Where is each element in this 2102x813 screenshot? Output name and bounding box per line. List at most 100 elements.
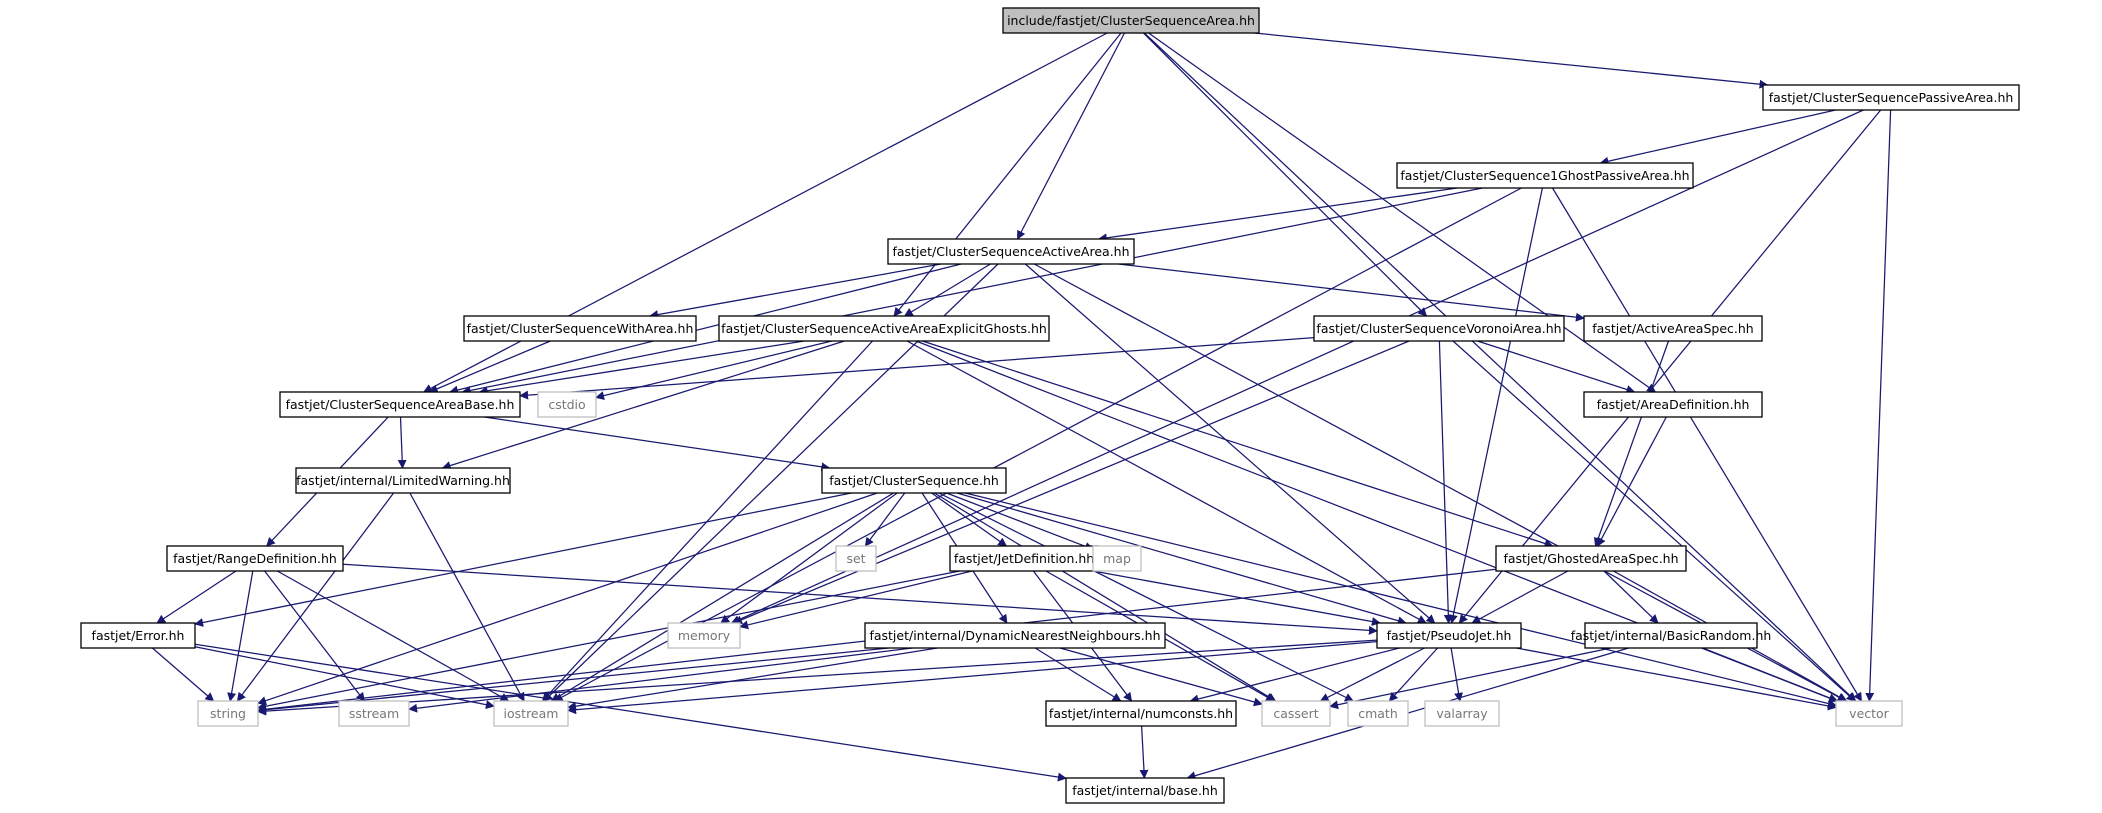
edge-ghostpassive-to-areabase [461, 187, 1483, 395]
edge-rangedef-to-iostream [276, 570, 510, 702]
node-root[interactable]: include/fastjet/ClusterSequenceArea.hh [1002, 7, 1260, 34]
edge-error-to-base [194, 643, 1067, 782]
node-label: fastjet/internal/numconsts.hh [1049, 706, 1233, 721]
node-ghostpassive[interactable]: fastjet/ClusterSequence1GhostPassiveArea… [1396, 162, 1694, 189]
edge-jetdef-to-pseudojet [1092, 570, 1381, 626]
node-box [1347, 700, 1409, 727]
edge-voronoi-to-pseudojet [1438, 340, 1453, 624]
edge-pseudojet-to-string [257, 639, 1378, 716]
node-box [1396, 162, 1694, 189]
node-box [1495, 545, 1687, 572]
node-box [1584, 622, 1758, 649]
node-label: set [846, 551, 865, 566]
node-label: fastjet/internal/BasicRandom.hh [1571, 628, 1772, 643]
node-areabase[interactable]: fastjet/ClusterSequenceAreaBase.hh [279, 391, 521, 418]
edge-ghostpassive-to-active [1097, 187, 1458, 243]
edge-passive-to-pseudojet [1458, 109, 1882, 624]
edge-rangedef-to-string [227, 570, 254, 702]
node-label: fastjet/RangeDefinition.hh [173, 551, 337, 566]
edge-active-to-areabase [449, 263, 962, 395]
node-label: fastjet/ClusterSequenceWithArea.hh [467, 321, 694, 336]
node-cmath: cmath [1347, 700, 1409, 727]
edge-numconsts-to-base [1139, 725, 1149, 779]
edge-dnn-to-iostream [567, 647, 938, 711]
node-cs[interactable]: fastjet/ClusterSequence.hh [821, 467, 1007, 494]
node-dnn[interactable]: fastjet/internal/DynamicNearestNeighbour… [864, 622, 1166, 649]
edge-active-to-explicit [903, 263, 991, 317]
node-label: fastjet/internal/base.hh [1072, 783, 1218, 798]
node-set: set [835, 545, 877, 572]
edge-cs-to-error [194, 492, 852, 627]
node-error[interactable]: fastjet/Error.hh [80, 622, 196, 649]
node-base[interactable]: fastjet/internal/base.hh [1065, 777, 1225, 804]
edge-cs-to-memory [720, 492, 898, 624]
node-areadef[interactable]: fastjet/AreaDefinition.hh [1583, 391, 1763, 418]
node-box [1002, 7, 1260, 34]
node-label: fastjet/ClusterSequencePassiveArea.hh [1769, 90, 2014, 105]
node-box [864, 622, 1166, 649]
node-label: fastjet/AreaDefinition.hh [1597, 397, 1750, 412]
edge-ghosted-to-pseudojet [1471, 570, 1569, 624]
node-basicrandom[interactable]: fastjet/internal/BasicRandom.hh [1571, 622, 1772, 649]
node-rangedef[interactable]: fastjet/RangeDefinition.hh [166, 545, 344, 572]
node-label: sstream [349, 706, 399, 721]
node-box [1376, 622, 1522, 649]
node-box [1313, 315, 1565, 342]
edge-voronoi-to-areabase [519, 336, 1315, 400]
edge-passive-to-vector [1865, 109, 1892, 702]
edge-active-to-pseudojet [1024, 263, 1436, 624]
edge-rangedef-to-sstream [264, 570, 365, 702]
edge-cs-to-iostream [550, 492, 894, 702]
node-vector: vector [1835, 700, 1903, 727]
node-box [279, 391, 521, 418]
node-box [1424, 700, 1500, 727]
node-label: fastjet/ClusterSequence.hh [829, 473, 999, 488]
node-voronoi[interactable]: fastjet/ClusterSequenceVoronoiArea.hh [1313, 315, 1565, 342]
edge-cs-to-jetdef [931, 492, 1008, 547]
node-iostream: iostream [493, 700, 569, 727]
node-jetdef[interactable]: fastjet/JetDefinition.hh [949, 545, 1099, 572]
node-label: memory [678, 628, 731, 643]
edge-ghostpassive-to-pseudojet [1448, 187, 1544, 624]
node-box [1065, 777, 1225, 804]
node-box [887, 238, 1135, 265]
node-label: fastjet/internal/LimitedWarning.hh [296, 473, 510, 488]
edge-cs-to-pseudojet [956, 492, 1407, 626]
edge-cs-to-cassert [934, 492, 1277, 702]
node-pseudojet[interactable]: fastjet/PseudoJet.hh [1376, 622, 1522, 649]
node-box [1583, 391, 1763, 418]
edge-areabase-to-cs [484, 416, 831, 472]
node-label: cmath [1358, 706, 1398, 721]
node-label: vector [1849, 706, 1890, 721]
node-activespec[interactable]: fastjet/ActiveAreaSpec.hh [1583, 315, 1763, 342]
node-box [821, 467, 1007, 494]
node-active[interactable]: fastjet/ClusterSequenceActiveArea.hh [887, 238, 1135, 265]
node-label: fastjet/ActiveAreaSpec.hh [1592, 321, 1753, 336]
edge-ghosted-to-basicrandom [1603, 570, 1659, 624]
edge-cs-to-set [864, 492, 906, 547]
edge-activespec-to-ghosted [1593, 340, 1670, 547]
node-label: fastjet/ClusterSequence1GhostPassiveArea… [1400, 168, 1689, 183]
node-box [463, 315, 697, 342]
edge-pseudojet-to-cassert [1319, 647, 1425, 702]
edge-root-to-explicit [893, 32, 1122, 317]
node-sstream: sstream [338, 700, 410, 727]
edge-basicrandom-to-vector [1702, 647, 1839, 703]
edge-error-to-iostream [194, 646, 495, 710]
node-box [537, 391, 597, 418]
edge-root-to-areadef [1148, 32, 1657, 393]
node-label: fastjet/ClusterSequenceVoronoiArea.hh [1316, 321, 1561, 336]
edge-explicit-to-cstdio [595, 340, 833, 400]
node-passive[interactable]: fastjet/ClusterSequencePassiveArea.hh [1762, 84, 2020, 111]
node-box [1762, 84, 2020, 111]
node-explicit[interactable]: fastjet/ClusterSequenceActiveAreaExplici… [718, 315, 1050, 342]
node-ghosted[interactable]: fastjet/GhostedAreaSpec.hh [1495, 545, 1687, 572]
node-box [80, 622, 196, 649]
edge-dnn-to-sstream [408, 647, 913, 713]
node-witharea[interactable]: fastjet/ClusterSequenceWithArea.hh [463, 315, 697, 342]
node-numconsts[interactable]: fastjet/internal/numconsts.hh [1045, 700, 1237, 727]
node-label: fastjet/ClusterSequenceAreaBase.hh [286, 397, 515, 412]
edge-passive-to-ghostpassive [1599, 109, 1836, 166]
edge-areabase-to-limwarn [397, 416, 407, 469]
node-limwarn[interactable]: fastjet/internal/LimitedWarning.hh [295, 467, 511, 494]
